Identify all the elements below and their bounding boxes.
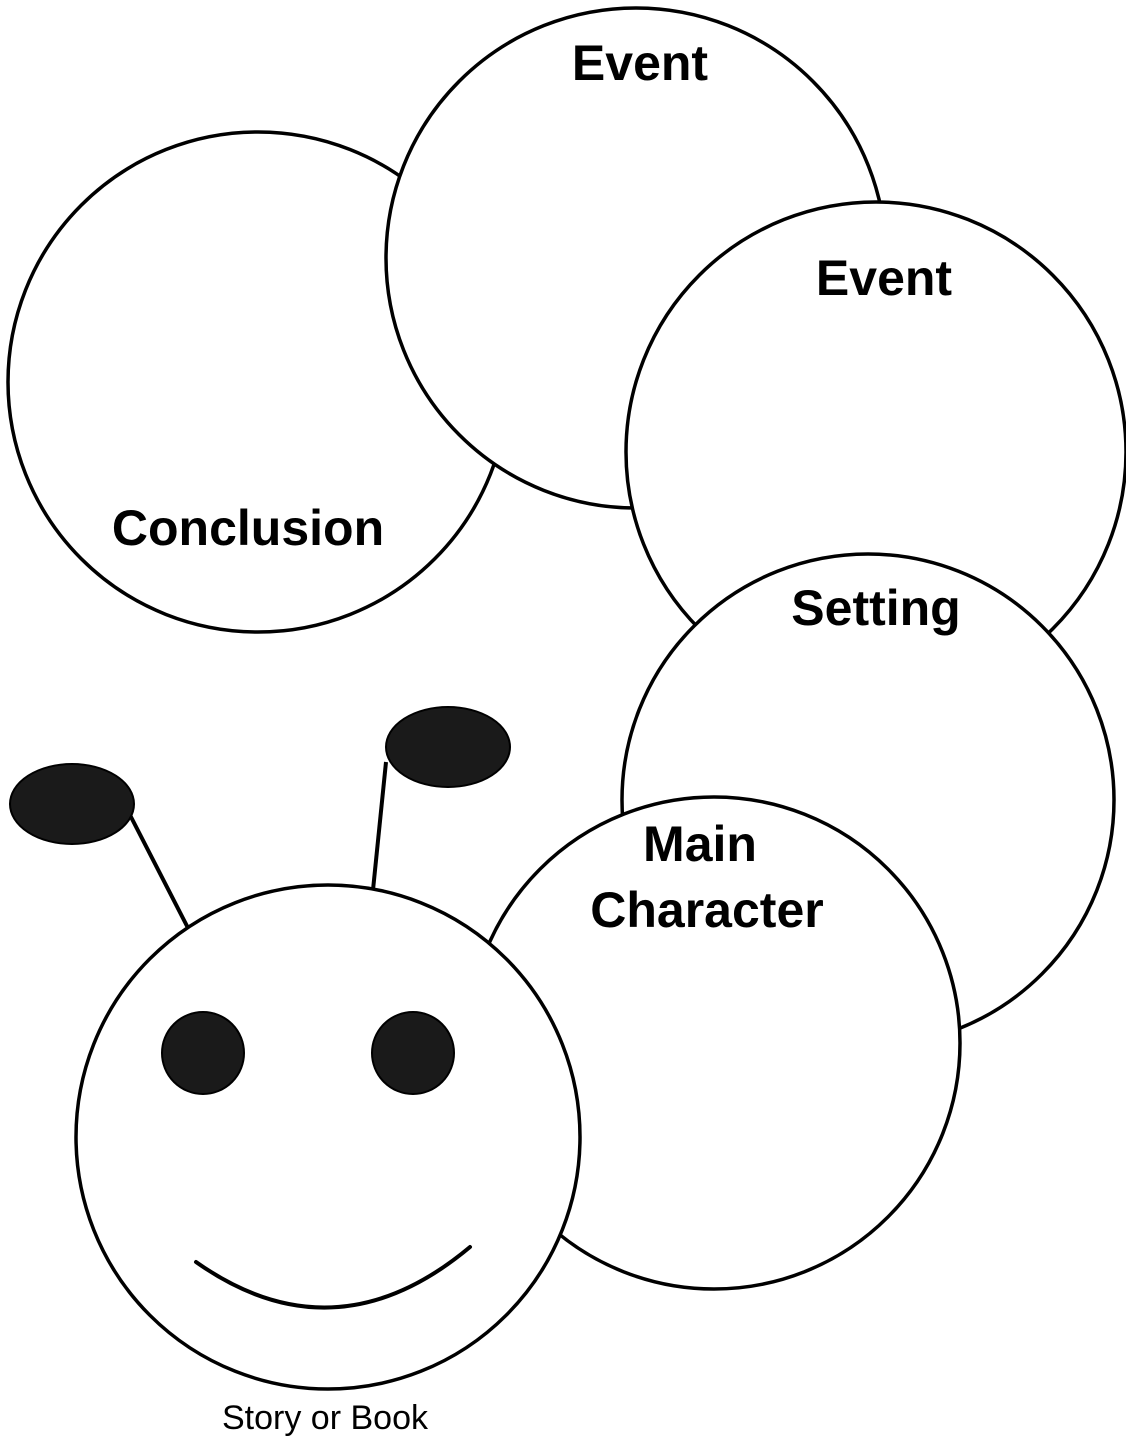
smile-mouth <box>194 1245 472 1310</box>
conclusion-label: Conclusion <box>112 500 384 556</box>
event-top-label: Event <box>572 35 709 91</box>
left-antenna-stalk <box>128 814 190 929</box>
head-circle <box>74 883 582 1391</box>
main-character-label-line2: Character <box>590 882 823 938</box>
setting-label: Setting <box>791 580 960 636</box>
left-antenna-tip <box>9 763 135 845</box>
head-caption: Story or Book <box>222 1399 429 1437</box>
right-antenna-tip <box>385 706 511 788</box>
event-right-label: Event <box>816 250 953 306</box>
left-eye <box>161 1011 245 1095</box>
main-character-label-line1: Main <box>643 816 757 872</box>
right-eye <box>371 1011 455 1095</box>
right-antenna-stalk <box>371 761 388 891</box>
